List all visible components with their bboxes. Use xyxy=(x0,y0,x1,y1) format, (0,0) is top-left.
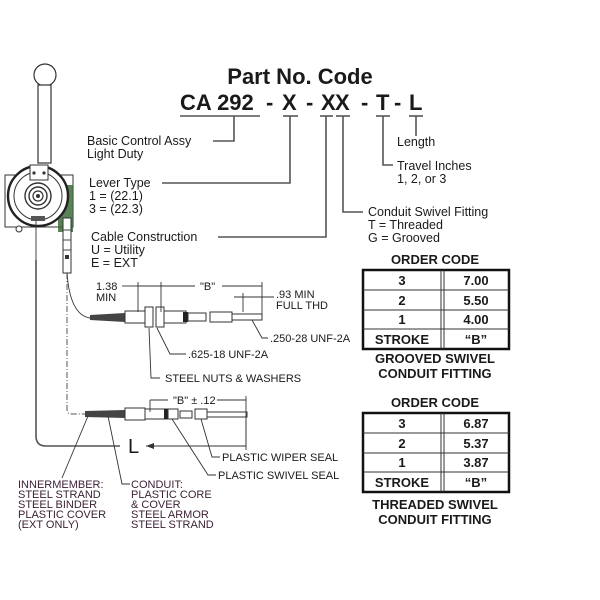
basic-control-label: Basic Control Assy xyxy=(87,134,192,148)
lever-type-label: Lever Type xyxy=(89,176,151,190)
code-connectors xyxy=(162,116,417,238)
order-code-table-grooved: ORDER CODE 3 7.00 2 5.50 1 4.00 STROKE “… xyxy=(361,252,511,381)
conduit-swivel-opt-t: T = Threaded xyxy=(368,218,443,232)
lower-callouts: PLASTIC WIPER SEAL PLASTIC SWIVEL SEAL xyxy=(61,415,339,485)
conduit-line: STEEL STRAND xyxy=(131,519,214,531)
code-prefix: CA 292 xyxy=(180,90,254,115)
code-cable: X xyxy=(321,90,336,115)
innermember-line: STEEL STRAND xyxy=(18,489,101,501)
conduit-line: & COVER xyxy=(131,499,181,511)
table-cell: 7.00 xyxy=(463,273,488,288)
dim-b-label: "B" xyxy=(200,281,215,293)
callout-cable-construction: Cable Construction U = Utility E = EXT xyxy=(91,230,197,270)
innermember-line: PLASTIC COVER xyxy=(18,509,106,521)
dim-min-unit: MIN xyxy=(96,292,116,304)
upper-cable-illustration xyxy=(90,306,263,328)
conduit-line: STEEL ARMOR xyxy=(131,509,209,521)
dim-b-tol-label: "B" ± .12 xyxy=(173,395,216,407)
conduit-swivel-label: Conduit Swivel Fitting xyxy=(368,205,488,219)
dim-thd-value: .93 MIN xyxy=(276,289,315,301)
conduit-note: CONDUIT: PLASTIC CORE & COVER STEEL ARMO… xyxy=(131,479,214,531)
table-heading: ORDER CODE xyxy=(391,395,479,410)
table-cell: 5.50 xyxy=(463,293,488,308)
callout-lever-type: Lever Type 1 = (22.1) 3 = (22.3) xyxy=(89,176,151,216)
lower-cable-illustration xyxy=(85,396,248,446)
length-label: Length xyxy=(397,135,435,149)
upper-callouts: .250-28 UNF-2A .625-18 UNF-2A STEEL NUTS… xyxy=(148,319,351,385)
nuts-label: STEEL NUTS & WASHERS xyxy=(165,373,301,385)
swivel-seal-label: PLASTIC SWIVEL SEAL xyxy=(218,470,339,482)
innermember-title: INNERMEMBER: xyxy=(18,479,104,491)
table-caption: GROOVED SWIVEL xyxy=(375,351,495,366)
table-cell: 2 xyxy=(398,293,405,308)
diagram-title: Part No. Code xyxy=(227,64,372,89)
lever-shaft xyxy=(37,84,52,164)
conduit-title: CONDUIT: xyxy=(131,479,183,491)
table-cell: 4.00 xyxy=(463,312,488,327)
code-lever: X xyxy=(282,90,297,115)
length-loop-line xyxy=(35,260,120,447)
travel-options: 1, 2, or 3 xyxy=(397,172,446,186)
code-travel: T xyxy=(376,90,390,115)
basic-control-sub: Light Duty xyxy=(87,147,144,161)
table-cell: 1 xyxy=(398,455,405,470)
code-swivel: X xyxy=(335,90,350,115)
cable-construction-opt-e: E = EXT xyxy=(91,256,138,270)
lever-type-opt-1: 1 = (22.1) xyxy=(89,189,143,203)
wiper-seal-label: PLASTIC WIPER SEAL xyxy=(222,452,338,464)
table-cell: 3.87 xyxy=(463,455,488,470)
conduit-swivel-opt-g: G = Grooved xyxy=(368,231,440,245)
conduit-line: PLASTIC CORE xyxy=(131,489,212,501)
lever-control-illustration xyxy=(4,63,74,274)
cable-construction-label: Cable Construction xyxy=(91,230,197,244)
innermember-note: INNERMEMBER: STEEL STRAND STEEL BINDER P… xyxy=(18,479,106,531)
upper-cable-curve xyxy=(66,272,91,319)
innermember-line: STEEL BINDER xyxy=(18,499,97,511)
table-cell: 3 xyxy=(398,273,405,288)
upper-dimensions: 1.38 MIN "B" .93 MIN FULL THD xyxy=(96,281,328,314)
dim-l-label: L xyxy=(128,436,139,458)
code-sep-3: - xyxy=(361,90,368,115)
table-heading: ORDER CODE xyxy=(391,252,479,267)
table-caption: THREADED SWIVEL xyxy=(372,497,498,512)
table-cell: 6.87 xyxy=(463,416,488,431)
table-cell: “B” xyxy=(465,332,487,347)
innermember-line: (EXT ONLY) xyxy=(18,519,79,531)
dim-min-value: 1.38 xyxy=(96,281,117,293)
code-sep-1: - xyxy=(266,90,273,115)
order-code-table-threaded: ORDER CODE 3 6.87 2 5.37 1 3.87 STROKE “… xyxy=(361,395,511,527)
table-cell: STROKE xyxy=(375,475,430,490)
callout-conduit-swivel: Conduit Swivel Fitting T = Threaded G = … xyxy=(368,205,488,245)
cable-centerline xyxy=(66,273,90,415)
table-cell: 3 xyxy=(398,416,405,431)
table-cell: STROKE xyxy=(375,332,430,347)
lever-type-opt-3: 3 = (22.3) xyxy=(89,202,143,216)
part-code: CA 292 - X - X X - T - L xyxy=(180,90,422,115)
table-cell: 1 xyxy=(398,312,405,327)
table-caption: CONDUIT FITTING xyxy=(378,512,491,527)
lever-knob xyxy=(33,63,57,87)
travel-label: Travel Inches xyxy=(397,159,472,173)
table-cell: 5.37 xyxy=(463,436,488,451)
code-sep-2: - xyxy=(306,90,313,115)
dim-thd-label: FULL THD xyxy=(276,300,328,312)
table-caption: CONDUIT FITTING xyxy=(378,366,491,381)
cable-construction-opt-u: U = Utility xyxy=(91,243,146,257)
callout-basic-control: Basic Control Assy Light Duty xyxy=(87,134,192,161)
code-sep-4: - xyxy=(394,90,401,115)
callout-travel: Travel Inches 1, 2, or 3 xyxy=(397,159,472,186)
table-cell: 2 xyxy=(398,436,405,451)
code-length: L xyxy=(409,90,422,115)
thread-small-label: .250-28 UNF-2A xyxy=(270,333,351,345)
table-cell: “B” xyxy=(465,475,487,490)
thread-large-label: .625-18 UNF-2A xyxy=(188,349,269,361)
